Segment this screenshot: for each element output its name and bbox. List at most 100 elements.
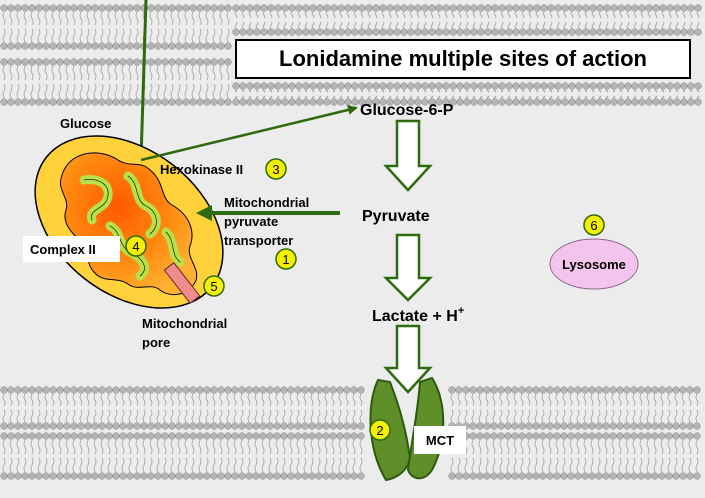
lipid-head [617, 82, 625, 90]
lipid-head [294, 422, 302, 430]
lipid-tail [163, 83, 167, 99]
lipid-head [602, 422, 610, 430]
lipid-head [596, 28, 604, 36]
lipid-tail [30, 65, 34, 81]
lipid-tail [689, 21, 693, 29]
lipid-tail [647, 95, 651, 99]
lipid-head [533, 4, 541, 12]
lipid-tail [191, 457, 195, 473]
lipid-head [603, 28, 611, 36]
lipid-head [532, 386, 540, 394]
svg-text:6: 6 [590, 218, 597, 233]
lipid-tail [395, 21, 399, 29]
lipid-head [105, 422, 113, 430]
lipid-head [232, 4, 240, 12]
lipid-head [673, 82, 681, 90]
lipid-tail [598, 11, 602, 19]
lipid-head [428, 82, 436, 90]
lipid-head [274, 98, 282, 106]
lipid-tail [682, 21, 686, 29]
lipid-tail [486, 89, 490, 93]
lipid-head [232, 98, 240, 106]
lipid-head [301, 472, 309, 480]
lipid-head [182, 4, 190, 12]
lipid-tail [135, 409, 139, 423]
lipid-tail [388, 11, 392, 19]
diagram-title: Lonidamine multiple sites of action [279, 46, 647, 71]
lipid-tail [639, 393, 643, 407]
lipid-tail [128, 28, 132, 43]
lipid-tail [219, 409, 223, 423]
lipid-head [469, 386, 477, 394]
lipid-head [280, 432, 288, 440]
lipid-head [63, 386, 71, 394]
lipid-tail [374, 21, 378, 29]
lipid-tail [667, 439, 671, 455]
lipid-tail [675, 95, 679, 99]
lipid-tail [65, 439, 69, 455]
lipid-head [35, 98, 43, 106]
lipid-head [505, 98, 513, 106]
lipid-head [477, 4, 485, 12]
lipid-head [14, 42, 22, 50]
lipid-head [217, 432, 225, 440]
lipid-tail [198, 11, 202, 26]
lipid-tail [86, 83, 90, 99]
lipid-tail [170, 65, 174, 81]
lipid-head [672, 422, 680, 430]
lipid-head [350, 432, 358, 440]
lipid-head [280, 472, 288, 480]
lipid-head [553, 432, 561, 440]
lipid-head [302, 4, 310, 12]
lipid-tail [191, 409, 195, 423]
lipid-head [126, 4, 134, 12]
lipid-head [435, 28, 443, 36]
lipid-tail [226, 409, 230, 423]
lipid-head [266, 432, 274, 440]
lipid-head [666, 4, 674, 12]
lipid-head [308, 472, 316, 480]
lipid-head [421, 28, 429, 36]
lipid-head [624, 28, 632, 36]
lipid-tail [121, 409, 125, 423]
lipid-tail [352, 457, 356, 473]
lipid-tail [324, 457, 328, 473]
lipid-tail [555, 439, 559, 455]
lipid-tail [514, 21, 518, 29]
lipid-head [589, 4, 597, 12]
lipid-head [518, 386, 526, 394]
lipid-head [631, 82, 639, 90]
lipid-tail [100, 409, 104, 423]
lipid-head [70, 42, 78, 50]
lipid-head [554, 28, 562, 36]
lipid-tail [423, 89, 427, 93]
lipid-tail [128, 457, 132, 473]
lipid-head [323, 82, 331, 90]
lipid-head [560, 386, 568, 394]
lipid-head [84, 432, 92, 440]
lipid-tail [93, 28, 97, 43]
lipid-tail [282, 457, 286, 473]
lipid-tail [681, 457, 685, 473]
lipid-head [554, 4, 562, 12]
lipid-tail [156, 409, 160, 423]
lipid-tail [374, 11, 378, 19]
lipid-tail [254, 409, 258, 423]
lipid-tail [388, 89, 392, 93]
lipid-tail [464, 409, 468, 423]
lipid-head [658, 432, 666, 440]
lipid-head [14, 4, 22, 12]
lipid-tail [478, 457, 482, 473]
lipid-tail [114, 83, 118, 99]
lipid-tail [121, 65, 125, 81]
lipid-tail [695, 439, 699, 455]
lipid-tail [520, 409, 524, 423]
lipid-head [42, 4, 50, 12]
lipid-head [631, 98, 639, 106]
lipid-tail [255, 21, 259, 29]
lipid-tail [254, 439, 258, 455]
lipid-tail [612, 95, 616, 99]
glucose6p-label: Glucose-6-P [360, 102, 454, 119]
lipid-head [498, 28, 506, 36]
lipid-head [84, 4, 92, 12]
